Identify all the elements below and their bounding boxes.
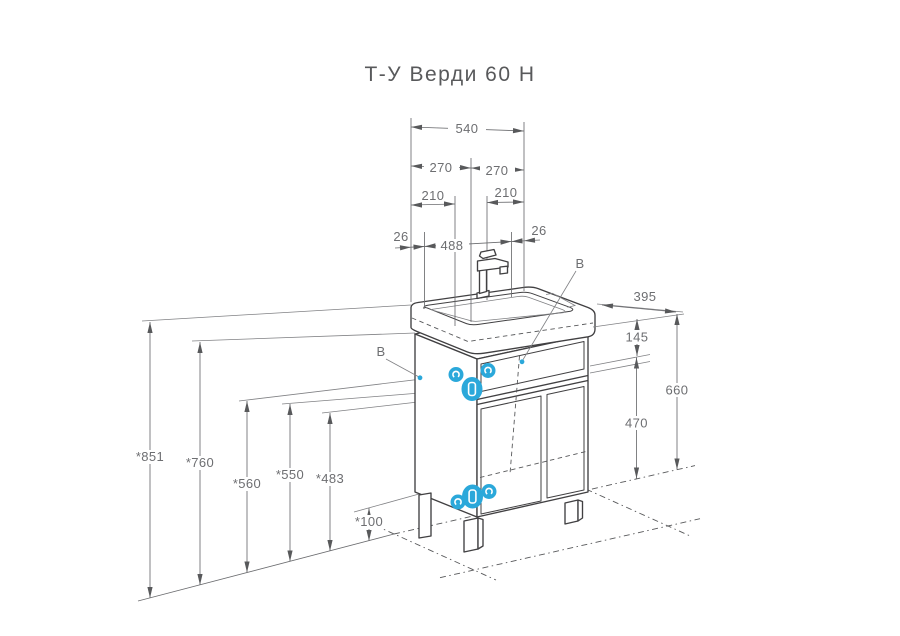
dim-center-right: 270 (486, 163, 509, 178)
dim-worktop-height: *760 (186, 455, 214, 470)
dim-door-height: 470 (625, 416, 648, 431)
hinge-marker-small (448, 367, 464, 382)
left-height-dimensions: *851 *760 *560 *550 *483 *100 (129, 304, 480, 598)
hinge-marker-small (481, 484, 497, 499)
marker-label-left: B (376, 344, 385, 359)
dim-center-left: 270 (430, 160, 453, 175)
marker-label-right: B (575, 256, 584, 271)
dim-leg-height: *100 (355, 514, 383, 529)
fitting-markers (448, 363, 497, 510)
dim-hinge-lower-height: *550 (276, 467, 304, 482)
sink-hidden-line (411, 317, 594, 342)
dim-hole-offset-left: 210 (422, 188, 445, 203)
hinge-marker-large (461, 377, 483, 401)
dim-shelf-height: *483 (316, 471, 344, 486)
leader-dot (417, 375, 423, 381)
basin-inner-lip (430, 295, 566, 322)
dim-hinge-upper-height: *560 (233, 476, 261, 491)
faucet-handle (478, 248, 497, 260)
drawing-title: Т-У Верди 60 Н (364, 63, 535, 86)
dim-depth: 395 (634, 289, 657, 304)
dim-cabinet-height: 660 (666, 383, 689, 398)
dim-hole-offset-right: 210 (495, 185, 518, 200)
dim-overall-width: 540 (456, 121, 479, 136)
dim-drawer-front-height: 145 (626, 330, 649, 345)
basin-rim (423, 291, 574, 326)
faucet (476, 248, 509, 300)
basin-deck-edge (545, 292, 577, 308)
washbasin (410, 286, 596, 355)
hinge-marker-small (450, 494, 466, 510)
dim-inner-width: 488 (441, 238, 464, 253)
right-side-dimensions: 395 145 660 470 (589, 289, 694, 479)
door-right (546, 386, 585, 499)
hinge-marker-small (480, 363, 496, 378)
cabinet-legs (418, 492, 584, 553)
leader-dot (519, 359, 525, 365)
top-width-dimensions: 540 270 270 210 210 26 488 26 (393, 118, 546, 326)
faucet-spout-lip (499, 265, 509, 275)
dim-side-thickness-left: 26 (393, 229, 408, 244)
dim-side-thickness-right: 26 (531, 223, 546, 238)
faucet-body (478, 267, 488, 295)
door-left (480, 395, 542, 515)
hinge-marker-large (462, 484, 483, 509)
drawer-front (480, 341, 585, 392)
dim-total-height: *851 (136, 449, 164, 464)
reference-labels: B B (376, 256, 584, 381)
